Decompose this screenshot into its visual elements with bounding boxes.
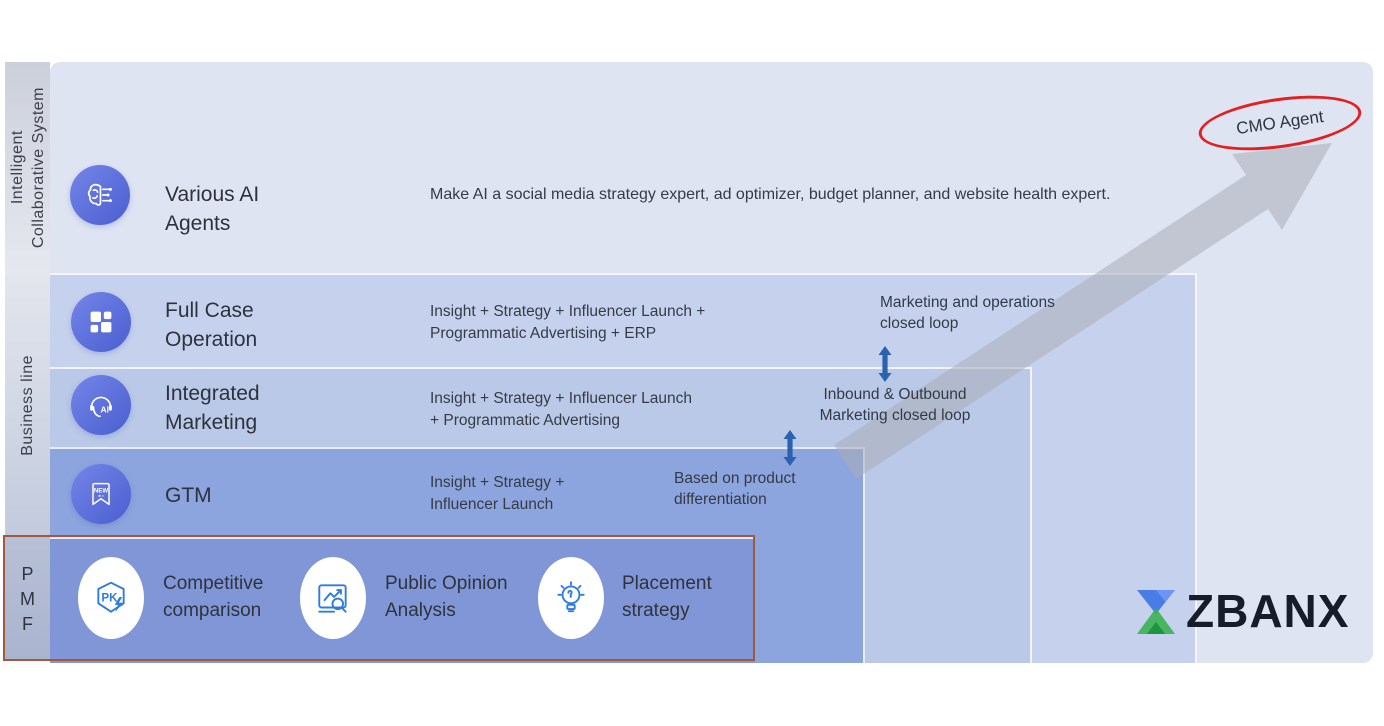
side-strip-system: Intelligent Collaborative System: [5, 62, 50, 273]
integrated-marketing-annotation: Inbound & Outbound Marketing closed loop: [819, 386, 971, 424]
pmf-frame: [3, 535, 755, 661]
new-bookmark-icon-text: NEW: [94, 488, 109, 495]
side-label-pmf: P M F: [20, 563, 35, 634]
gtm-annotation: Based on product differentiation: [674, 470, 796, 508]
ai-headset-icon: AI: [90, 396, 112, 418]
competitive-comparison-badge: PK: [78, 557, 144, 639]
full-case-operation-description: Insight + Strategy + Influencer Launch +…: [430, 303, 706, 342]
public-opinion-analysis-label: Public Opinion Analysis: [385, 573, 508, 621]
side-strip-pmf: P M F: [5, 537, 50, 661]
integrated-marketing-description: Insight + Strategy + Influencer Launch +…: [430, 390, 692, 429]
full-case-operation-title: Full Case Operation: [165, 299, 258, 351]
full-case-operation-annotation: Marketing and operations closed loop: [880, 294, 1055, 332]
brand-name: ZBANX: [1186, 585, 1350, 637]
chart-magnifier-icon: [318, 584, 347, 613]
cmo-agent-label: CMO Agent: [1235, 106, 1325, 139]
brain-circuit-icon: [87, 183, 112, 206]
integrated-marketing-title: Integrated Marketing: [165, 382, 260, 434]
competitive-comparison-label: Competitive comparison: [163, 573, 264, 621]
new-bookmark-icon: NEW: [92, 482, 110, 506]
gtm-description: Insight + Strategy + Influencer Launch: [430, 474, 565, 513]
brand-logo: ZBANX: [1130, 584, 1349, 638]
pk-shield-icon: PK: [97, 581, 125, 613]
brand-hourglass-icon: [1137, 590, 1175, 634]
grid-icon: [90, 311, 112, 333]
ai-headset-icon-text: AI: [101, 405, 110, 415]
double-arrow-marketing-loop: [878, 346, 892, 382]
lightbulb-icon: [557, 581, 585, 613]
various-ai-agents-description: Make AI a social media strategy expert, …: [430, 186, 1111, 203]
full-case-operation-badge: [71, 292, 131, 352]
various-ai-agents-badge: [70, 165, 130, 225]
various-ai-agents-title: Various AI Agents: [165, 183, 260, 235]
side-strip-business-line: Business line: [5, 273, 50, 537]
pk-shield-icon-text: PK: [101, 592, 118, 605]
public-opinion-analysis-badge: [300, 557, 366, 639]
gtm-badge: NEW: [71, 464, 131, 524]
placement-strategy-label: Placement strategy: [622, 573, 712, 621]
placement-strategy-badge: [538, 557, 604, 639]
level-box-pmf: [50, 537, 755, 663]
gtm-title: GTM: [165, 484, 212, 507]
double-arrow-inbound-loop: [783, 430, 797, 466]
integrated-marketing-badge: AI: [71, 375, 131, 435]
